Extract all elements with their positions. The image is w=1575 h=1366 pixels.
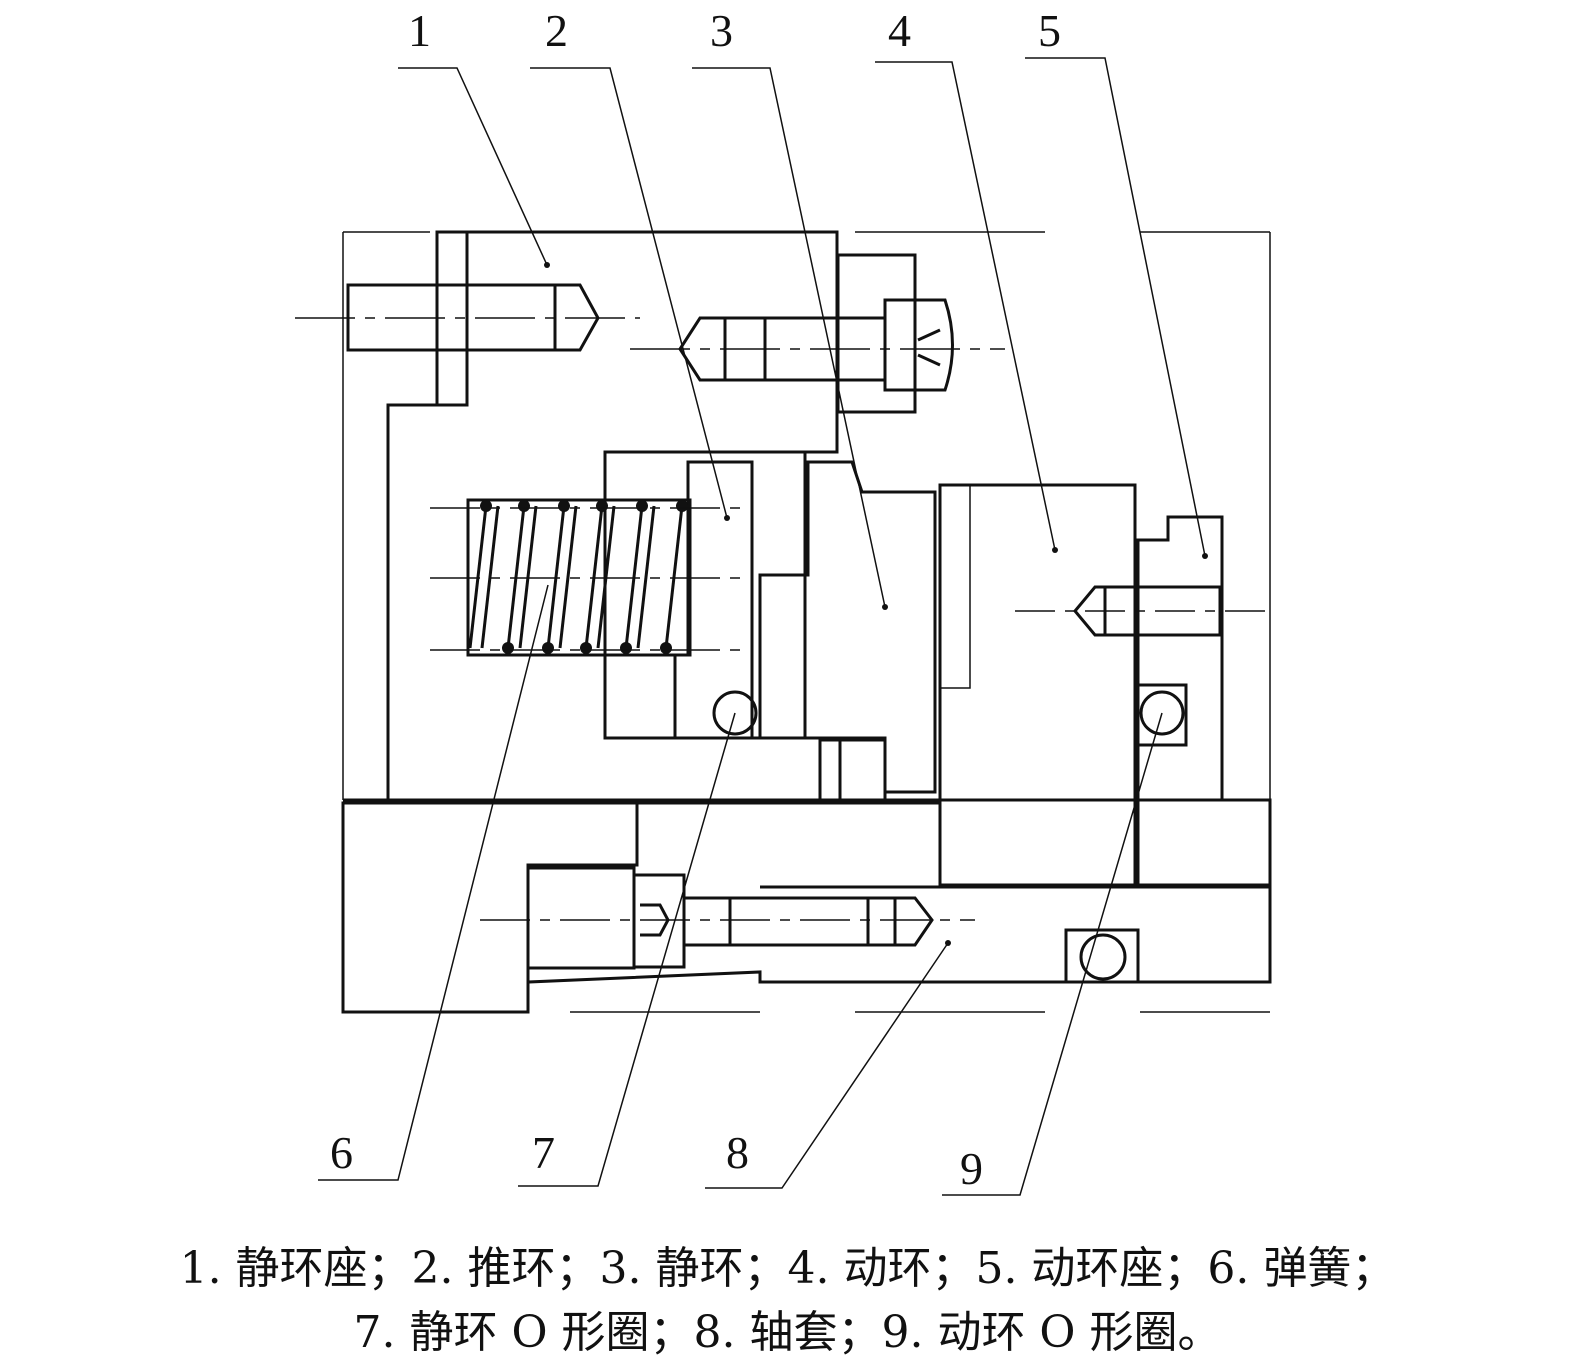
leader-dots <box>544 262 1208 946</box>
locating-pin-top <box>295 283 640 352</box>
callout-5: 5 <box>1038 5 1061 56</box>
top-retainer-block <box>836 253 917 414</box>
callout-4: 4 <box>888 5 911 56</box>
static-ring-o-ring <box>712 690 758 736</box>
leader-lines <box>318 57 1206 1196</box>
caption-line-1: 1. 静环座；2. 推环；3. 静环；4. 动环；5. 动环座；6. 弹簧； <box>179 1243 1396 1294</box>
caption-line-2: 7. 静环 O 形圈；8. 轴套；9. 动环 O 形圈。 <box>353 1307 1222 1358</box>
sleeve-screw <box>480 866 975 970</box>
anti-rotation-pin <box>818 738 887 802</box>
callout-1: 1 <box>408 5 431 56</box>
fastening-screw-top <box>630 298 1005 392</box>
shaft-sleeve <box>526 801 1272 984</box>
sleeve-o-ring <box>1079 933 1127 981</box>
rotating-ring-o-ring <box>1139 690 1185 736</box>
rotating-ring <box>938 483 1137 887</box>
static-ring <box>758 460 937 794</box>
callout-8: 8 <box>726 1127 749 1178</box>
callout-3: 3 <box>710 5 733 56</box>
callout-9: 9 <box>960 1143 983 1194</box>
callout-2: 2 <box>545 5 568 56</box>
callout-7: 7 <box>532 1127 555 1178</box>
spring <box>430 498 740 657</box>
callout-6: 6 <box>330 1127 353 1178</box>
rotating-ring-seat <box>1015 515 1272 887</box>
